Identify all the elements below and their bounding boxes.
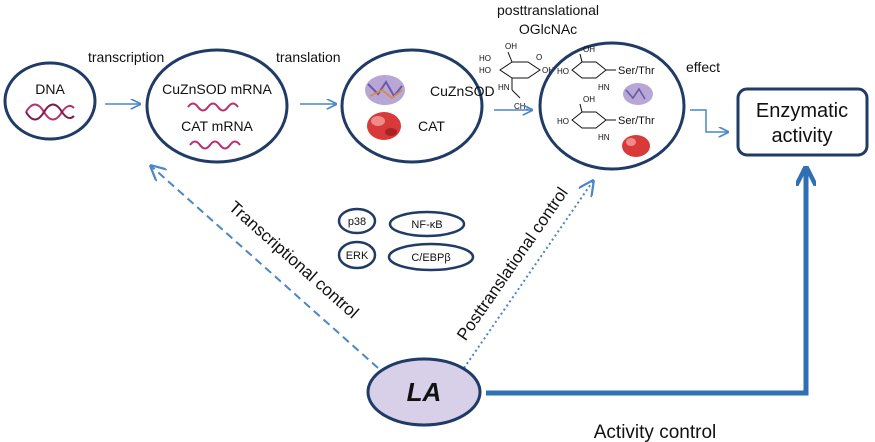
mrna-strand-icon [189,140,241,150]
posttranslational-label: posttranslational [497,2,599,18]
regulator-nfkb: NF-κB [388,210,466,238]
glcnac-ring-icon [571,53,616,129]
ser-thr-label-2: Ser/Thr [618,115,655,127]
cuznsod-protein-icon [365,75,405,105]
effect-label: effect [686,59,720,75]
glycosylated-protein-node: OH HO HN OH HO HN Ser/Thr Ser/Thr [538,41,686,171]
translation-label: translation [276,49,341,65]
enzymatic-activity-box: Enzymatic activity [736,87,869,157]
mrna-strand-icon [187,102,239,112]
svg-text:C/EBPβ: C/EBPβ [411,252,450,264]
chem-ho-label: HO [557,117,569,126]
chem-oh-label: OH [505,42,517,51]
chem-hn-label: HN [598,133,610,142]
dna-helix-icon [25,103,75,121]
chem-o-label: O [536,53,542,62]
regulator-cebpb: C/EBPβ [387,242,475,272]
chem-oh-label: OH [583,95,595,104]
cat-protein-label: CAT [418,118,445,134]
svg-text:ERK: ERK [346,250,369,262]
oglcnac-label: OGlcNAc [519,21,577,37]
chem-hn-label: HN [598,83,610,92]
chem-hn-label: HN [498,83,510,92]
la-node: LA [366,357,482,427]
activity-control-arrow [486,170,806,396]
posttranslational-control-arrow [463,181,593,369]
chem-ch3-label: CH₃ [514,102,529,111]
regulator-erk: ERK [337,240,377,270]
cuznsod-mrna-label: CuZnSOD mRNA [162,81,272,97]
transcriptional-control-arrow [151,166,379,369]
modified-cat-icon [622,135,650,157]
cat-mrna-label: CAT mRNA [181,118,253,134]
arrow-effect [690,109,728,132]
svg-text:p38: p38 [348,216,366,228]
transcription-label: transcription [88,49,164,65]
oglcnac-structure-icon [499,51,541,99]
dna-node: DNA [3,61,97,141]
chem-oh-label: OH [583,45,595,54]
modified-cuznsod-icon [623,83,653,105]
protein-node: CuZnSOD CAT [340,48,495,164]
ser-thr-label-1: Ser/Thr [618,65,655,77]
chem-ho-label: HO [479,66,491,75]
activity-label: activity [771,125,832,147]
mrna-node: CuZnSOD mRNA CAT mRNA [145,48,289,164]
la-label: LA [407,377,442,407]
regulator-p38: p38 [337,207,377,235]
chem-ho-label: HO [557,67,569,76]
posttranslational-control-label: Posttranslational control [453,184,572,344]
cuznsod-protein-label: CuZnSOD [430,83,495,99]
dna-label: DNA [35,81,65,97]
cat-protein-icon [367,112,401,140]
svg-text:NF-κB: NF-κB [411,219,442,231]
enzymatic-label: Enzymatic [756,100,848,122]
chem-oh-label: OH [542,66,554,75]
activity-control-label: Activity control [594,422,716,442]
chem-ho-label: HO [479,54,491,63]
